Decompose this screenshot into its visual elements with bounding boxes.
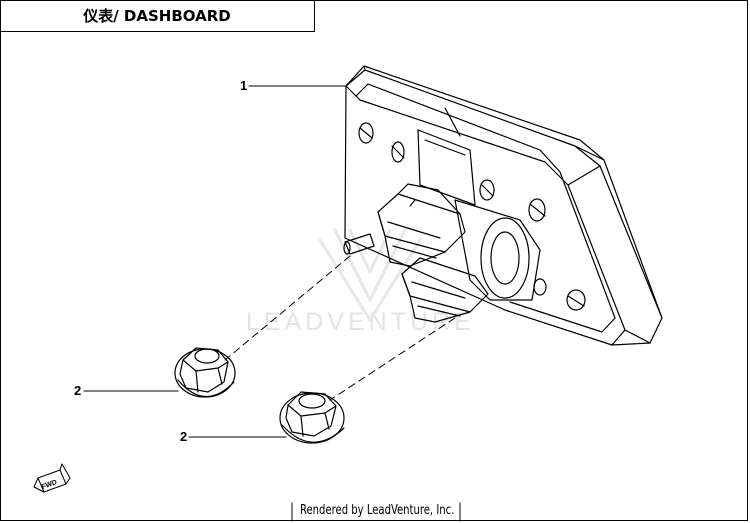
fwd-badge: FWD <box>33 463 71 493</box>
diagram-title-text: 仪表/ DASHBOARD <box>83 7 231 25</box>
flange-nut-upper <box>174 347 236 398</box>
flange-nut-lower <box>279 391 345 444</box>
dashboard-part <box>343 65 663 346</box>
assembly-lines <box>224 255 456 401</box>
footer-credit: Rendered by LeadVenture, Inc. <box>300 503 455 518</box>
watermark-emblem <box>318 228 422 322</box>
diagram-title: 仪表/ DASHBOARD <box>0 0 315 32</box>
callout-2-upper: 2 <box>74 383 82 398</box>
callout-2-lower: 2 <box>180 429 188 444</box>
leader-lines <box>83 85 347 438</box>
callout-1: 1 <box>240 78 248 93</box>
